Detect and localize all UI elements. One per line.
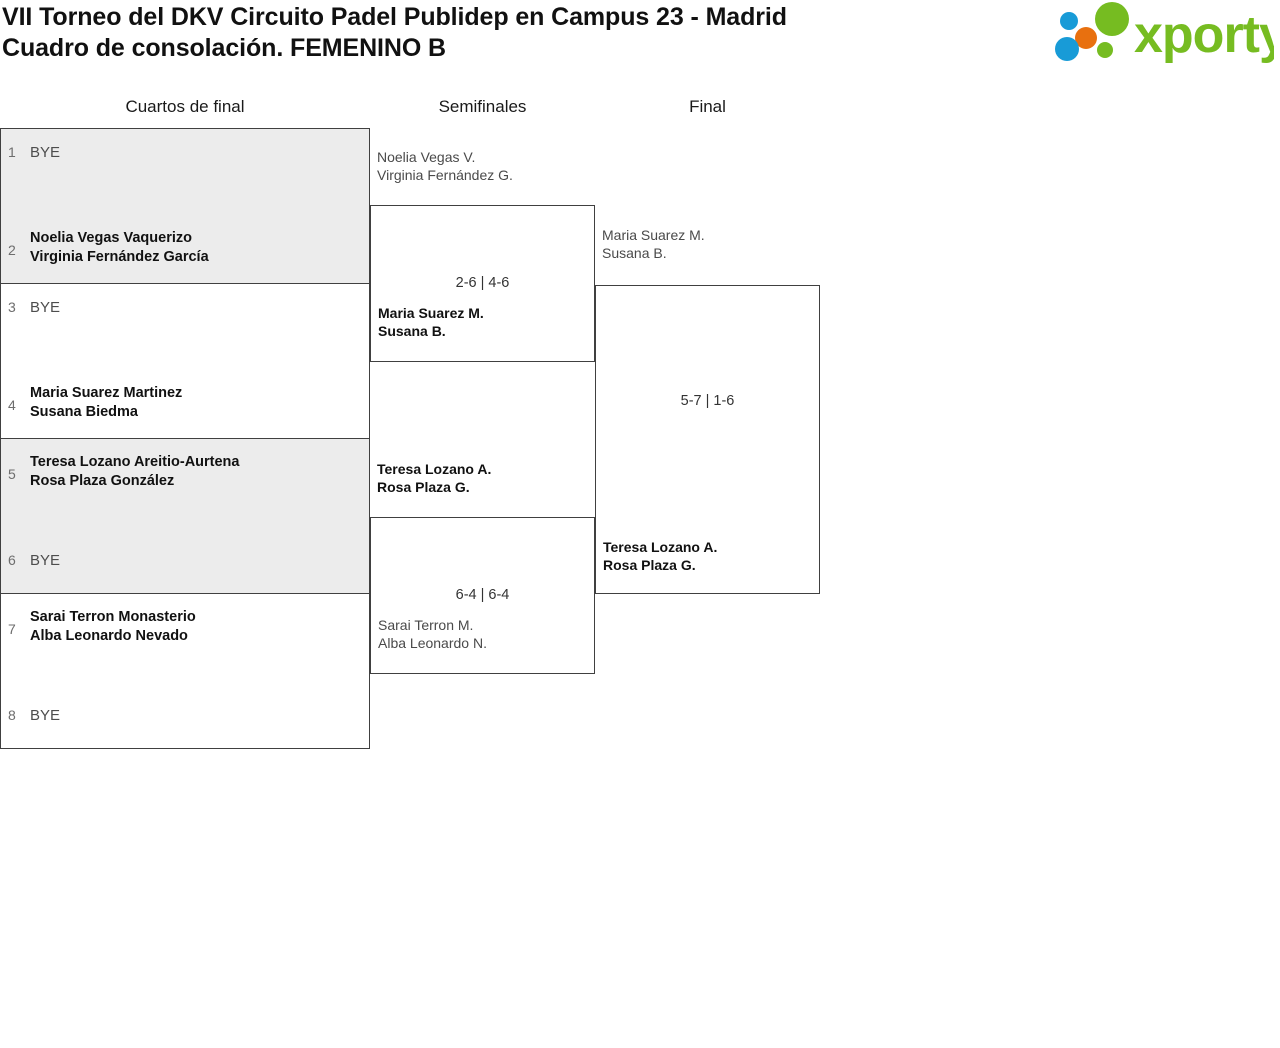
tournament-title-line-2: Cuadro de consolación. FEMENINO B bbox=[2, 34, 446, 62]
r2-match-2-entry-bottom: Sarai Terron M. Alba Leonardo N. bbox=[378, 617, 487, 651]
match-r2-1-score: 2-6 | 4-6 bbox=[455, 275, 510, 291]
player-names: BYE bbox=[30, 144, 61, 161]
match-r3-1-score: 5-7 | 1-6 bbox=[680, 393, 735, 409]
column-header-round3: Final bbox=[689, 97, 726, 116]
player-names: Maria Suarez Martinez Susana Biedma bbox=[30, 385, 183, 420]
player-names: BYE bbox=[30, 552, 61, 569]
r2-match-1-entry-bottom: Maria Suarez M. Susana B. bbox=[378, 305, 484, 339]
column-header-round2: Semifinales bbox=[438, 97, 527, 116]
match-r1-2[interactable]: 3 BYE 4 Maria Suarez Martinez Susana Bie… bbox=[0, 283, 370, 439]
tournament-title-line-1: VII Torneo del DKV Circuito Padel Publid… bbox=[2, 3, 787, 31]
seed-number: 8 bbox=[8, 707, 16, 723]
match-r1-4-slot-bottom: 8 BYE bbox=[1, 706, 369, 725]
page-title: VII Torneo del DKV Circuito Padel Publid… bbox=[2, 2, 1002, 64]
match-r1-2-slot-top: 3 BYE bbox=[1, 298, 369, 317]
player-names: Noelia Vegas Vaquerizo Virginia Fernánde… bbox=[30, 230, 209, 265]
match-r2-2[interactable]: 6-4 | 6-4 Sarai Terron M. Alba Leonardo … bbox=[370, 517, 595, 674]
player-names: BYE bbox=[30, 707, 61, 724]
r2-match-2-entry-top: Teresa Lozano A. Rosa Plaza G. bbox=[377, 461, 492, 495]
seed-number: 2 bbox=[8, 242, 16, 258]
seed-number: 4 bbox=[8, 397, 16, 413]
seed-number: 1 bbox=[8, 144, 16, 160]
match-r1-2-slot-bottom: 4 Maria Suarez Martinez Susana Biedma bbox=[1, 384, 369, 421]
match-r1-3-slot-bottom: 6 BYE bbox=[1, 551, 369, 570]
seed-number: 6 bbox=[8, 552, 16, 568]
match-r2-1[interactable]: 2-6 | 4-6 Maria Suarez M. Susana B. bbox=[370, 205, 595, 362]
r3-match-1-entry-top: Maria Suarez M. Susana B. bbox=[602, 227, 705, 261]
match-r1-4-slot-top: 7 Sarai Terron Monasterio Alba Leonardo … bbox=[1, 608, 369, 645]
xporty-logo[interactable]: xporty bbox=[1048, 2, 1274, 64]
match-r1-4[interactable]: 7 Sarai Terron Monasterio Alba Leonardo … bbox=[0, 593, 370, 749]
match-r1-1-slot-top: 1 BYE bbox=[1, 143, 369, 162]
column-header-round1: Cuartos de final bbox=[125, 97, 245, 116]
seed-number: 3 bbox=[8, 299, 16, 315]
match-r1-3[interactable]: 5 Teresa Lozano Areitio-Aurtena Rosa Pla… bbox=[0, 438, 370, 594]
r2-match-1-entry-top: Noelia Vegas V. Virginia Fernández G. bbox=[377, 149, 513, 183]
match-r3-1[interactable]: 5-7 | 1-6 Teresa Lozano A. Rosa Plaza G. bbox=[595, 285, 820, 594]
player-names: BYE bbox=[30, 299, 61, 316]
player-names: Teresa Lozano Areitio-Aurtena Rosa Plaza… bbox=[30, 454, 240, 489]
page-header: VII Torneo del DKV Circuito Padel Publid… bbox=[0, 0, 1280, 90]
player-names: Sarai Terron Monasterio Alba Leonardo Ne… bbox=[30, 609, 196, 644]
match-r1-3-slot-top: 5 Teresa Lozano Areitio-Aurtena Rosa Pla… bbox=[1, 453, 369, 490]
match-r2-2-score: 6-4 | 6-4 bbox=[455, 587, 510, 603]
svg-text:xporty: xporty bbox=[1134, 6, 1274, 64]
seed-number: 7 bbox=[8, 621, 16, 637]
match-r1-1[interactable]: 1 BYE 2 Noelia Vegas Vaquerizo Virginia … bbox=[0, 128, 370, 284]
match-r1-1-slot-bottom: 2 Noelia Vegas Vaquerizo Virginia Fernán… bbox=[1, 229, 369, 266]
r3-match-1-entry-bottom: Teresa Lozano A. Rosa Plaza G. bbox=[603, 539, 718, 573]
seed-number: 5 bbox=[8, 466, 16, 482]
